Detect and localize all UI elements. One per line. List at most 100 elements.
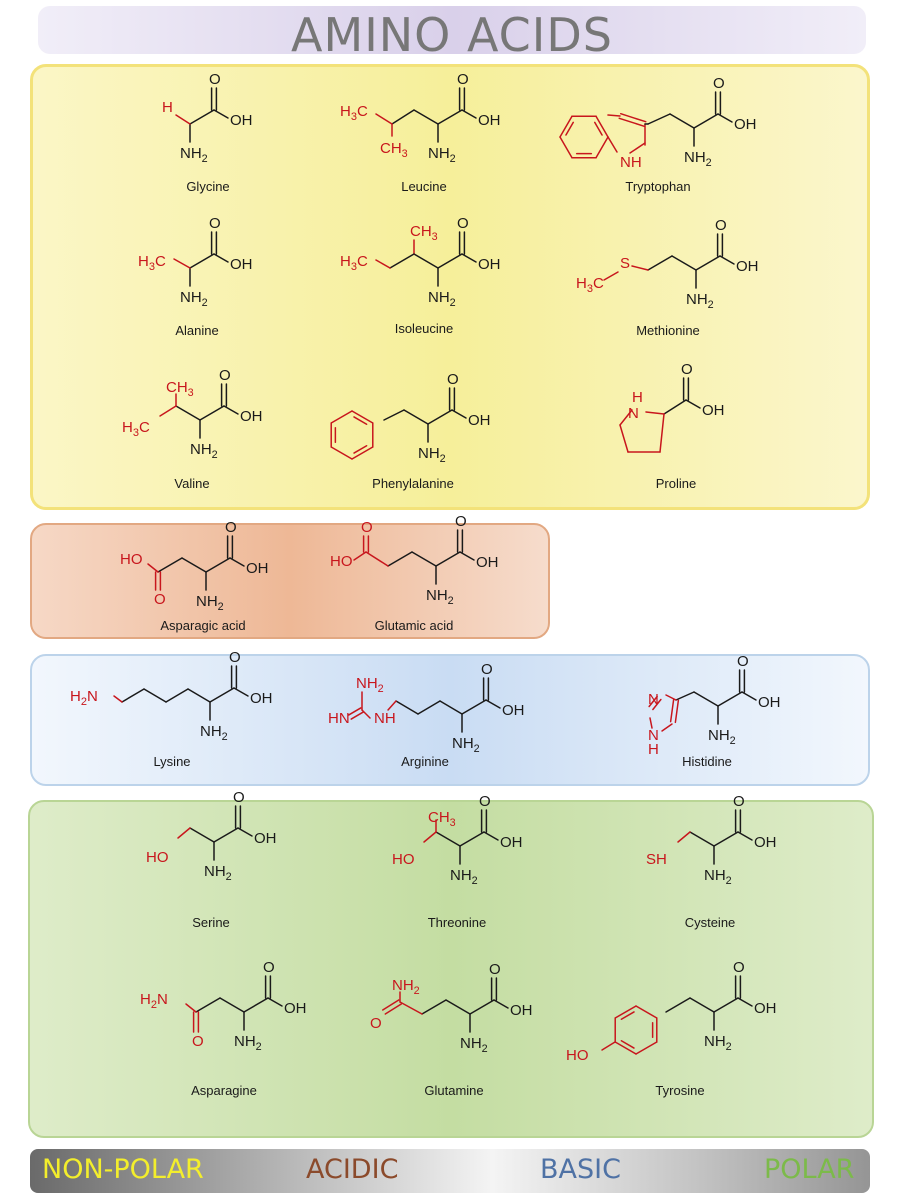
atom-label: O <box>457 215 469 232</box>
bond <box>121 688 145 703</box>
name-glutamine: Glutamine <box>424 1083 484 1098</box>
bond <box>649 717 653 729</box>
name-isoleucine: Isoleucine <box>394 321 454 336</box>
structure-phenylalanine: O OH NH2 <box>330 371 491 465</box>
atom-label: OH <box>478 256 501 273</box>
atom-label: O <box>192 1033 204 1050</box>
atom-label: NH2 <box>180 289 208 309</box>
name-alanine: Alanine <box>175 323 219 338</box>
bond <box>483 831 499 841</box>
bond <box>635 1041 658 1055</box>
bond <box>437 253 463 269</box>
bond <box>381 999 400 1011</box>
bond <box>631 265 649 271</box>
atom-label: NH <box>374 710 396 727</box>
atom-label: O <box>715 217 727 234</box>
bond <box>565 121 574 136</box>
atom-label: NH2 <box>190 441 218 461</box>
atom-label: O <box>733 793 745 810</box>
bond <box>618 117 646 128</box>
atom-label: OH <box>230 256 253 273</box>
bond <box>559 115 573 138</box>
bond <box>689 997 715 1013</box>
atom-label: OH <box>510 1002 533 1019</box>
atom-label: NH2 <box>704 1033 732 1053</box>
name-histidine: Histidine <box>682 754 732 769</box>
atom-label: OH <box>468 412 491 429</box>
bond <box>614 1005 637 1019</box>
atom-label: O <box>733 959 745 976</box>
atom-label: NH2 <box>234 1033 262 1053</box>
atom-label: CH3 <box>428 809 456 829</box>
name-tyrosine: Tyrosine <box>655 1083 705 1098</box>
bond <box>451 409 467 419</box>
bond <box>423 831 437 843</box>
atom-label: NH2 <box>180 145 208 165</box>
atom-label: NH2 <box>418 445 446 465</box>
bond <box>403 409 429 425</box>
bond <box>189 253 215 269</box>
atom-label: O <box>481 661 493 678</box>
polar-panel <box>28 800 874 1138</box>
atom-label: SH <box>646 851 667 868</box>
atom-label: H3C <box>138 253 166 273</box>
atom-label: NH2 <box>356 675 384 695</box>
bond <box>330 446 353 460</box>
bond <box>361 709 371 719</box>
bond <box>665 694 677 701</box>
bond <box>209 687 235 703</box>
bond <box>459 831 485 847</box>
bond <box>493 999 509 1009</box>
bond <box>159 405 177 417</box>
name-glycine: Glycine <box>186 179 230 194</box>
bond <box>674 699 680 724</box>
bond <box>619 424 629 453</box>
bond <box>189 109 215 125</box>
name-asparagine: Asparagine <box>191 1083 257 1098</box>
atom-label: O <box>225 519 237 536</box>
bond <box>603 271 619 281</box>
bond <box>375 259 391 269</box>
atom-label: OH <box>502 702 525 719</box>
bond <box>677 831 691 843</box>
name-cysteine: Cysteine <box>684 915 736 930</box>
name-proline: Proline <box>655 476 697 491</box>
bond <box>601 1041 616 1051</box>
bond <box>485 699 501 709</box>
bond <box>459 551 475 561</box>
bond <box>663 399 687 415</box>
bond <box>669 698 675 723</box>
atom-label: O <box>219 367 231 384</box>
bond <box>737 997 753 1007</box>
atom-label: N <box>648 727 659 744</box>
atom-label: H <box>632 389 643 406</box>
atom-label: NH2 <box>392 977 420 997</box>
name-glutamic-acid: Glutamic acid <box>374 618 454 633</box>
atom-label: O <box>447 371 459 388</box>
atom-label: HO <box>330 553 353 570</box>
atom-label: O <box>229 649 241 666</box>
bond <box>614 1041 637 1055</box>
bond <box>648 695 658 708</box>
atom-label: OH <box>230 112 253 129</box>
bond <box>607 114 621 117</box>
atom-label: H3C <box>340 253 368 273</box>
atom-label: NH2 <box>460 1035 488 1055</box>
bond <box>233 687 249 697</box>
atom-label: HO <box>146 849 169 866</box>
bond <box>439 700 463 715</box>
bond <box>330 410 353 424</box>
atom-label: O <box>713 75 725 92</box>
bond <box>113 695 123 703</box>
bond <box>384 1003 403 1015</box>
bond <box>559 136 573 159</box>
atom-label: N <box>648 691 659 708</box>
bond <box>737 831 753 841</box>
